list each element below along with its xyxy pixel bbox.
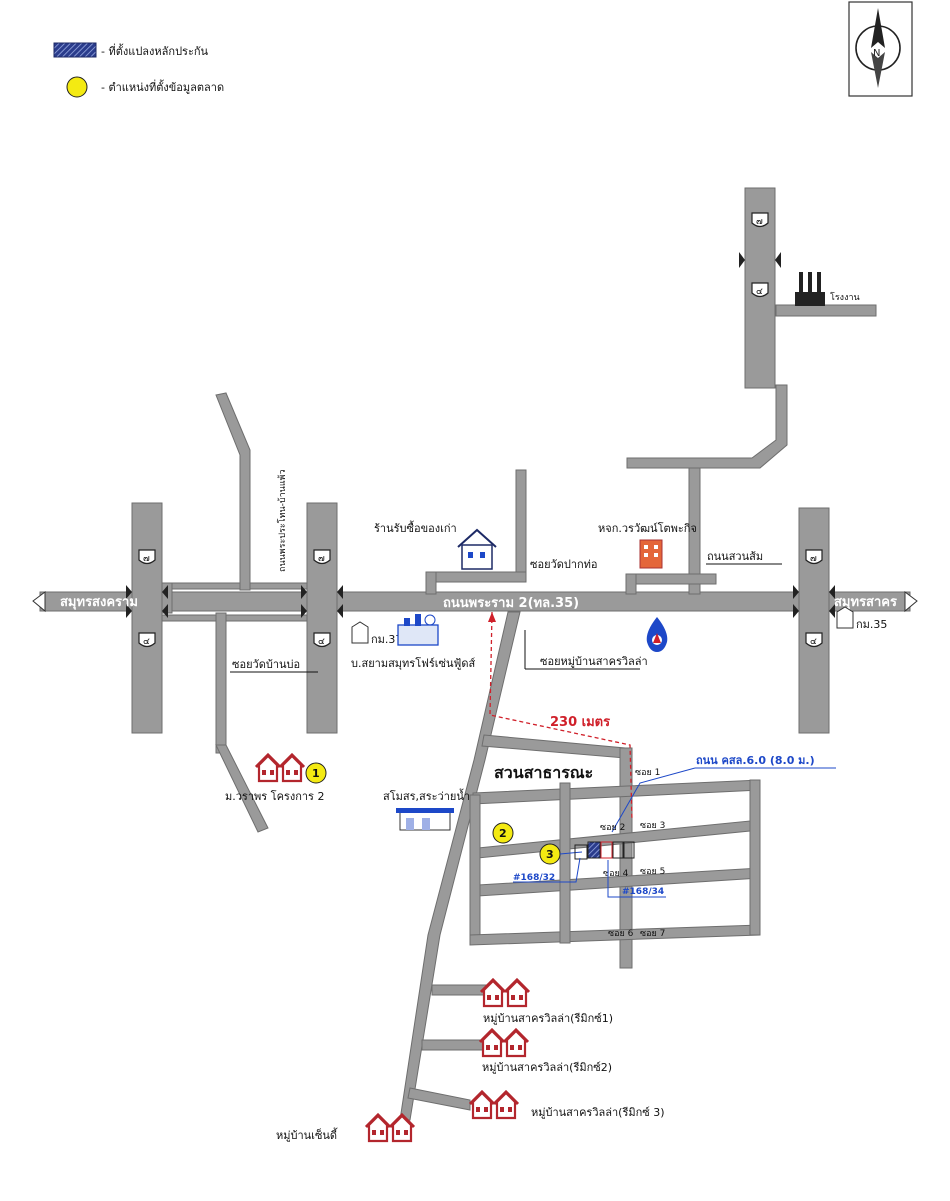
north-arrow-icon xyxy=(871,8,885,48)
soi-1-label: ซอย 1 xyxy=(635,768,660,778)
soi-6-label: ซอย 6 xyxy=(608,929,634,939)
village-sendee-label: หมู่บ้านเซ็นดี้ xyxy=(276,1127,338,1142)
partnership-building-icon xyxy=(639,539,663,569)
siam-foods-label: บ.สยามสมุทรโฟร์เซ่นฟู้ดส์ xyxy=(351,656,475,670)
badge-m-top: ๗ xyxy=(318,554,325,564)
factory-label: โรงงาน xyxy=(830,292,860,303)
scrap-shop-label: ร้านรับซื้อของเก่า xyxy=(374,520,457,535)
collateral-plots xyxy=(574,841,635,860)
plot-b-label: #168/34 xyxy=(622,887,664,897)
km35-label: กม.35 xyxy=(856,618,887,631)
village-1-label: ม.วราพร โครงการ 2 xyxy=(225,789,324,803)
distance-indicator: 230 เมตร xyxy=(488,611,633,821)
km-post-icon xyxy=(836,606,854,629)
km-post-icon xyxy=(351,621,369,644)
collateral-swatch xyxy=(53,42,97,58)
village-remix-3-houses-icon xyxy=(468,1090,520,1120)
compass-n-letter: N xyxy=(873,48,880,59)
east-vertical-road xyxy=(798,507,830,734)
collateral-plot-icon xyxy=(587,841,601,859)
market-point-3-number: 3 xyxy=(546,848,554,861)
legend-market-label: - ตำแหน่งที่ตั้งข้อมูลตลาด xyxy=(101,79,224,94)
soi-5-label: ซอย 5 xyxy=(640,867,665,877)
roads-layer xyxy=(39,187,911,1121)
village-remix-1-label: หมู่บ้านสาครวิลล่า(รีมิกซ์1) xyxy=(483,1012,613,1025)
thanon-suan-som-label: ถนนสวนส้ม xyxy=(707,550,763,563)
soi-2-label: ซอย 2 xyxy=(600,823,625,833)
to-east-label: สมุทรสาคร xyxy=(834,595,897,610)
ptt-gas-station-icon xyxy=(646,617,668,652)
mid-vertical-road xyxy=(306,502,338,734)
market-point-2-number: 2 xyxy=(499,827,507,840)
to-west-label: สมุทรสงคราม xyxy=(60,595,138,610)
km37-label: กม.37 xyxy=(371,633,402,646)
factory-icon xyxy=(795,272,825,306)
west-vertical-road xyxy=(131,502,163,734)
legend-collateral-label: - ที่ตั้งแปลงหลักประกัน xyxy=(101,43,209,58)
soi-wat-pak-tho-label: ซอยวัดปากท่อ xyxy=(530,558,598,571)
village-main-road xyxy=(399,611,521,1121)
soi-7-label: ซอย 7 xyxy=(640,929,665,939)
road-north-vertical-label: ถนนพระประโทน-บ้านแพ้ว xyxy=(277,469,288,572)
badge-ne-1: ๗ xyxy=(756,217,763,227)
market-marker-swatch xyxy=(66,76,88,98)
partnership-label: หจก.วรวัฒน์โตพะกิจ xyxy=(598,521,697,535)
badge-ne-2: ๔ xyxy=(756,287,763,297)
village-1-houses-icon xyxy=(254,753,306,783)
badge-m-bottom: ๔ xyxy=(318,637,325,647)
club-label: สโมสร,สระว่ายน้ำ xyxy=(383,788,470,803)
badge-e-top: ๗ xyxy=(810,554,817,564)
concrete-road-label: ถนน คสล.6.0 (8.0 ม.) xyxy=(696,754,815,767)
badge-w-top: ๗ xyxy=(143,554,150,564)
main-road-label: ถนนพระราม 2(ทล.35) xyxy=(443,596,579,611)
park-label: สวนสาธารณะ xyxy=(494,763,593,782)
east-arrow-icon xyxy=(904,591,918,613)
west-arrow-icon xyxy=(32,591,46,613)
village-sendee-houses-icon xyxy=(364,1113,416,1143)
badge-w-bottom: ๔ xyxy=(143,637,150,647)
distance-label: 230 เมตร xyxy=(550,715,610,730)
club-pool-icon xyxy=(396,808,454,831)
village-remix-3-label: หมู่บ้านสาครวิลล่า(รีมิกซ์ 3) xyxy=(531,1106,665,1119)
plot-a-label: #168/32 xyxy=(513,873,555,883)
highway-badges: ๗ ๔ ๗ ๔ ๗ ๔ ๗ ๔ xyxy=(138,212,823,648)
junction-markers xyxy=(126,252,835,618)
market-point-2 xyxy=(492,822,514,844)
village-remix-1-houses-icon xyxy=(479,978,531,1008)
food-factory-icon xyxy=(397,614,439,646)
scrap-shop-icon xyxy=(457,528,497,570)
market-point-1 xyxy=(305,762,327,784)
soi-village-label: ซอยหมู่บ้านสาครวิลล่า xyxy=(540,655,648,668)
village-remix-2-houses-icon xyxy=(478,1028,530,1058)
north-compass: N xyxy=(848,1,913,97)
soi-wat-ban-bo-label: ซอยวัดบ้านบ่อ xyxy=(232,658,300,671)
badge-e-bottom: ๔ xyxy=(810,637,817,647)
soi-4-label: ซอย 4 xyxy=(603,869,629,879)
market-point-1-number: 1 xyxy=(312,767,320,780)
soi-3-label: ซอย 3 xyxy=(640,821,665,831)
village-remix-2-label: หมู่บ้านสาครวิลล่า(รีมิกซ์2) xyxy=(482,1061,612,1074)
legend: - ที่ตั้งแปลงหลักประกัน - ตำแหน่งที่ตั้ง… xyxy=(53,42,224,98)
